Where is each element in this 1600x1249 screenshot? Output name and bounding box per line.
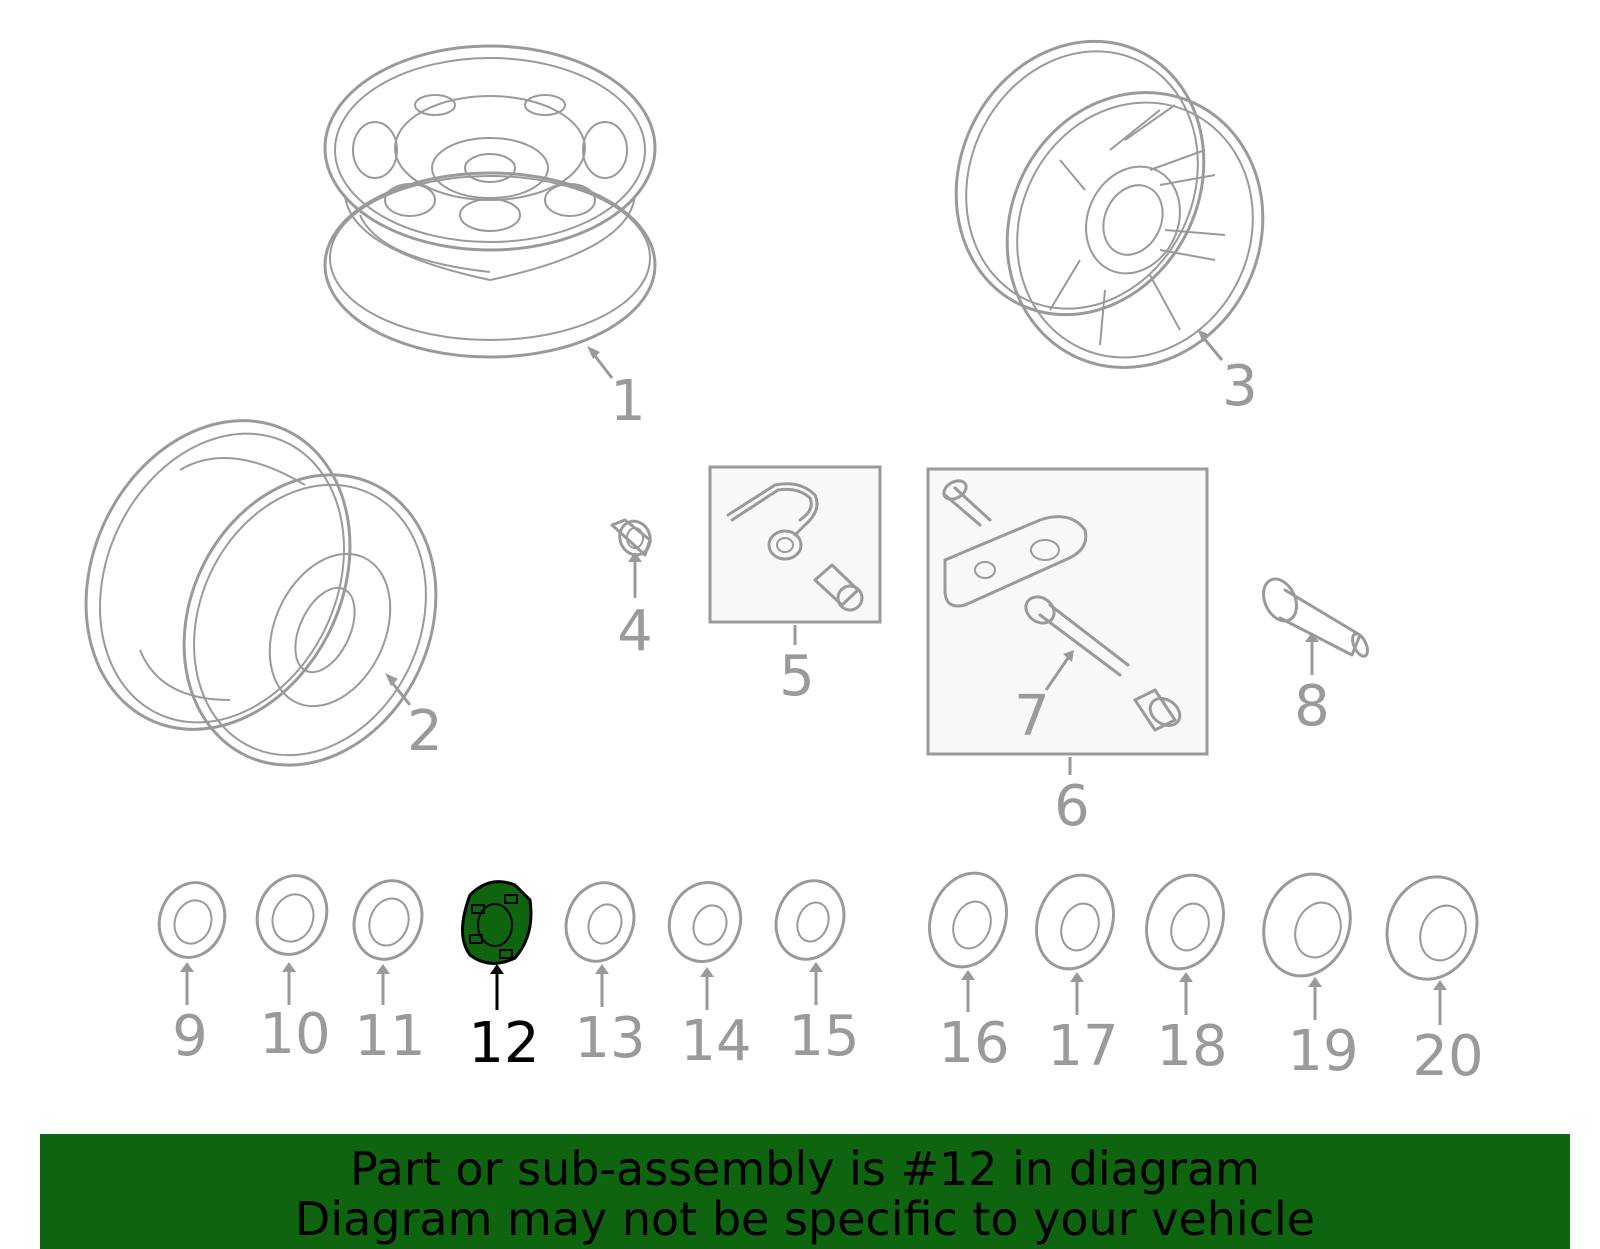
callout-5[interactable]: 5 [779, 644, 815, 709]
callout-16[interactable]: 16 [938, 1011, 1009, 1076]
callout-labels: 1 2 3 4 5 6 7 8 9 10 11 12 13 14 15 16 1… [172, 354, 1483, 1089]
banner-line-disclaimer: Diagram may not be specific to your vehi… [294, 1192, 1316, 1246]
part-2-dual-wheel[interactable] [37, 377, 482, 806]
callout-2[interactable]: 2 [407, 699, 443, 764]
callout-6[interactable]: 6 [1054, 774, 1090, 839]
part-11-center-cap[interactable] [343, 871, 432, 969]
part-16-center-cap[interactable] [917, 862, 1019, 978]
part-3-alloy-wheel[interactable] [912, 0, 1307, 409]
part-18-center-cap[interactable] [1134, 864, 1236, 980]
part-13-center-cap[interactable] [555, 873, 644, 971]
callout-8[interactable]: 8 [1294, 674, 1330, 739]
callout-7[interactable]: 7 [1014, 684, 1050, 749]
part-17-center-cap[interactable] [1024, 864, 1126, 980]
part-1-steel-wheel[interactable] [323, 44, 657, 359]
part-19-center-cap[interactable] [1250, 862, 1365, 988]
part-14-center-cap[interactable] [658, 872, 751, 971]
part-8-valve-stem[interactable] [1257, 574, 1370, 659]
callout-17[interactable]: 17 [1047, 1014, 1118, 1079]
callout-18[interactable]: 18 [1156, 1014, 1227, 1079]
info-banner: Part or sub-assembly is #12 in diagram D… [40, 1134, 1570, 1249]
callout-3[interactable]: 3 [1222, 354, 1258, 419]
callout-15[interactable]: 15 [788, 1004, 859, 1069]
part-10-center-cap[interactable] [246, 866, 337, 964]
callout-9[interactable]: 9 [172, 1004, 208, 1069]
callout-20[interactable]: 20 [1412, 1024, 1483, 1089]
callout-1[interactable]: 1 [610, 369, 646, 434]
part-12-center-cap-highlighted[interactable] [461, 880, 533, 965]
part-6-tpms-kit[interactable] [926, 467, 1209, 756]
callout-13[interactable]: 13 [574, 1006, 645, 1071]
callout-14[interactable]: 14 [680, 1009, 751, 1074]
part-5-service-kit[interactable] [708, 465, 882, 624]
banner-line-part-number: Part or sub-assembly is #12 in diagram [350, 1142, 1260, 1196]
callout-10[interactable]: 10 [259, 1002, 330, 1067]
callout-4[interactable]: 4 [617, 599, 653, 664]
part-9-center-cap[interactable] [149, 873, 235, 966]
part-15-center-cap[interactable] [765, 871, 854, 969]
part-4-valve-nut[interactable] [610, 517, 655, 559]
callout-19[interactable]: 19 [1287, 1019, 1358, 1084]
part-20-center-cap[interactable] [1373, 864, 1491, 992]
callout-11[interactable]: 11 [354, 1004, 425, 1069]
callout-12[interactable]: 12 [468, 1011, 539, 1076]
leader-arrows [180, 329, 1447, 1025]
